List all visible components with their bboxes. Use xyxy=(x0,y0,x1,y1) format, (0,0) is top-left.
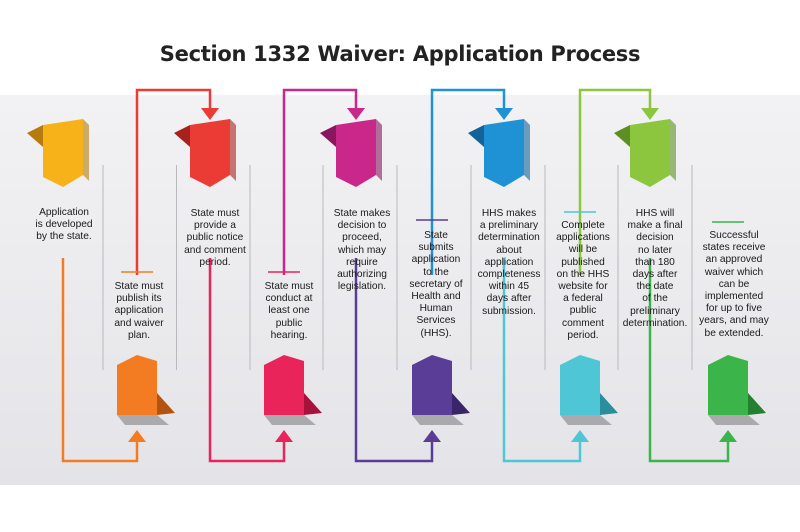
tag-flap xyxy=(157,393,175,415)
tag-body xyxy=(708,355,748,415)
connector-4-5 xyxy=(282,88,358,275)
connector-2-3 xyxy=(135,88,212,275)
tag-body xyxy=(264,355,304,415)
tag-body xyxy=(484,119,524,187)
step-4-text: State must conduct at least one public h… xyxy=(264,281,314,341)
arrow-up-icon xyxy=(719,430,737,442)
page-title: Section 1332 Waiver: Application Process xyxy=(159,42,641,66)
arrow-up-icon xyxy=(275,430,293,442)
connector-9-10 xyxy=(648,258,730,463)
tag-body xyxy=(412,355,452,415)
tag-shadow xyxy=(412,415,464,425)
step-4-tag xyxy=(264,355,322,425)
tag-flap xyxy=(614,125,630,147)
connector-1-2 xyxy=(61,258,139,463)
tag-side xyxy=(524,119,530,181)
tag-side xyxy=(670,119,676,181)
step-5-tag xyxy=(320,119,382,187)
tag-side xyxy=(230,119,236,181)
tag-shadow xyxy=(264,415,316,425)
step-1-tag xyxy=(27,119,89,187)
tag-shadow xyxy=(117,415,169,425)
arrow-down-icon xyxy=(495,108,513,120)
tag-flap xyxy=(174,125,190,147)
connector-3-4 xyxy=(208,258,286,463)
tag-body xyxy=(630,119,670,187)
step-7-tag xyxy=(468,119,530,187)
step-8-tag xyxy=(560,355,618,425)
step-10-tag xyxy=(708,355,766,425)
step-3-tag xyxy=(174,119,236,187)
tag-flap xyxy=(320,125,336,147)
connector-8-9 xyxy=(578,88,652,275)
tag-body xyxy=(336,119,376,187)
tag-flap xyxy=(452,393,470,415)
step-3-text: State must provide a public notice and c… xyxy=(184,208,246,268)
tag-body xyxy=(560,355,600,415)
step-6-text: State submits application to the secreta… xyxy=(409,230,463,339)
arrow-down-icon xyxy=(347,108,365,120)
step-2-text: State must publish its application and w… xyxy=(114,281,164,341)
tag-body xyxy=(43,119,83,187)
arrow-down-icon xyxy=(201,108,219,120)
arrow-up-icon xyxy=(128,430,146,442)
arrow-up-icon xyxy=(423,430,441,442)
connector-5-6 xyxy=(354,258,434,463)
step-9-tag xyxy=(614,119,676,187)
step-9-text: HHS will make a final decision no later … xyxy=(622,208,688,329)
tag-flap xyxy=(304,393,322,415)
step-8-text: Complete applications will be published … xyxy=(556,220,610,341)
step-10-text: Successful states receive an approved wa… xyxy=(699,230,769,339)
step-2-tag xyxy=(117,355,175,425)
arrow-down-icon xyxy=(641,108,659,120)
tag-shadow xyxy=(560,415,612,425)
tag-flap xyxy=(27,125,43,147)
tag-body xyxy=(117,355,157,415)
arrow-up-icon xyxy=(571,430,589,442)
tag-side xyxy=(376,119,382,181)
step-6-tag xyxy=(412,355,470,425)
connector-7-8 xyxy=(502,258,582,463)
step-7-text: HHS makes a preliminary determination ab… xyxy=(477,208,541,317)
tag-shadow xyxy=(708,415,760,425)
tag-body xyxy=(190,119,230,187)
tag-side xyxy=(83,119,89,181)
step-5-text: State makes decision to proceed, which m… xyxy=(333,208,391,293)
tag-flap xyxy=(600,393,618,415)
tag-flap xyxy=(748,393,766,415)
tag-flap xyxy=(468,125,484,147)
step-1-text: Application is developed by the state. xyxy=(35,207,93,243)
connector-6-7 xyxy=(430,88,506,275)
